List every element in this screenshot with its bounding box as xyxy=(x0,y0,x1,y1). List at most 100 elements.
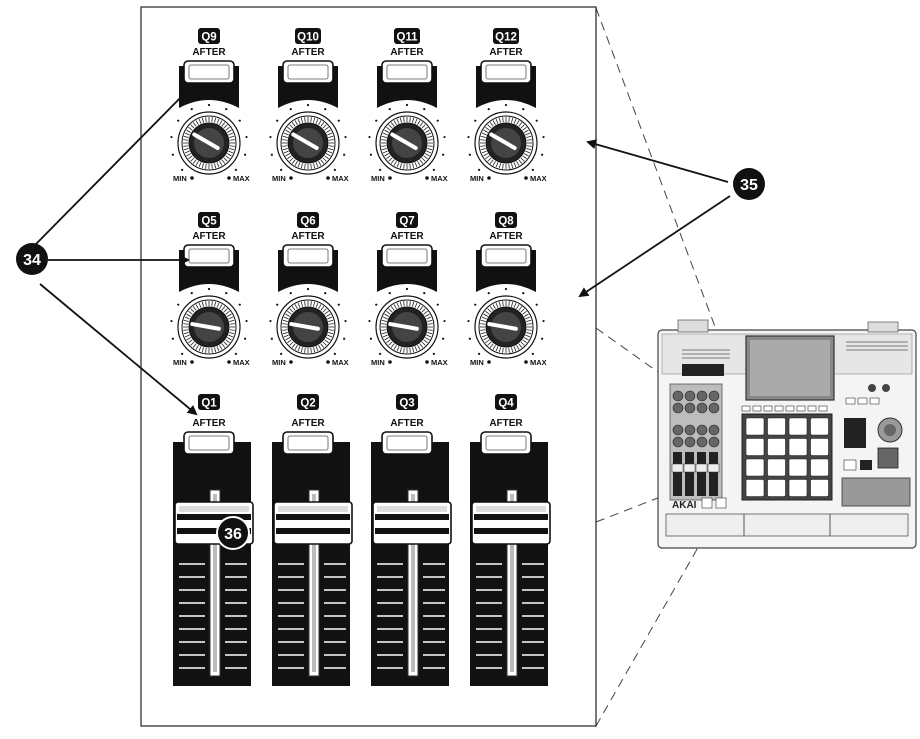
max-label: MAX xyxy=(332,358,349,367)
qlink-knob[interactable] xyxy=(467,103,545,175)
max-label: MAX xyxy=(530,358,547,367)
min-label: MIN xyxy=(371,174,385,183)
after-button[interactable] xyxy=(183,60,235,84)
mpc-device-illustration: AKAI xyxy=(657,319,917,549)
after-button[interactable] xyxy=(183,431,235,455)
fader-cap[interactable] xyxy=(471,501,551,545)
after-button[interactable] xyxy=(480,60,532,84)
q-label-text: Q3 xyxy=(399,398,414,410)
q-label-q9: Q9 xyxy=(198,28,220,44)
q-label-q6: Q6 xyxy=(297,212,319,228)
q-label-text: Q4 xyxy=(498,398,514,410)
min-label: MIN xyxy=(272,358,286,367)
min-label: MIN xyxy=(470,358,484,367)
min-label: MIN xyxy=(371,358,385,367)
callout-36: 36 xyxy=(216,516,250,550)
qlink-knob[interactable] xyxy=(368,287,446,359)
after-label: AFTER xyxy=(192,418,226,429)
max-label: MAX xyxy=(431,358,448,367)
after-button[interactable] xyxy=(282,60,334,84)
after-button[interactable] xyxy=(183,244,235,268)
after-button[interactable] xyxy=(480,244,532,268)
q-label-text: Q11 xyxy=(396,32,418,44)
min-label: MIN xyxy=(173,174,187,183)
after-label: AFTER xyxy=(489,231,523,242)
q-label-q8: Q8 xyxy=(495,212,517,228)
q-label-q3: Q3 xyxy=(396,394,418,410)
q-label-q4: Q4 xyxy=(495,394,517,410)
max-label: MAX xyxy=(233,358,250,367)
after-label: AFTER xyxy=(390,418,424,429)
qlink-knob[interactable] xyxy=(467,287,545,359)
device-brand-logo: AKAI xyxy=(672,500,697,511)
q-label-q11: Q11 xyxy=(394,28,420,44)
q-label-text: Q10 xyxy=(297,32,319,44)
callout-arrows xyxy=(35,86,731,416)
qlink-knob[interactable] xyxy=(368,103,446,175)
after-button[interactable] xyxy=(282,431,334,455)
callout-34: 34 xyxy=(16,243,48,275)
q-label-text: Q6 xyxy=(300,216,315,228)
q-label-text: Q9 xyxy=(201,32,216,44)
max-label: MAX xyxy=(332,174,349,183)
q-label-q2: Q2 xyxy=(297,394,319,410)
callout-35-label: 35 xyxy=(740,177,758,194)
min-label: MIN xyxy=(272,174,286,183)
after-label: AFTER xyxy=(390,47,424,58)
q-label-q10: Q10 xyxy=(295,28,321,44)
after-label: AFTER xyxy=(489,418,523,429)
after-button[interactable] xyxy=(381,60,433,84)
q-label-q1: Q1 xyxy=(198,394,220,410)
q-label-text: Q5 xyxy=(201,216,217,228)
q-label-q5: Q5 xyxy=(198,212,220,228)
callout-36-label: 36 xyxy=(224,526,242,543)
qlink-knob[interactable] xyxy=(269,287,347,359)
qlink-knob[interactable] xyxy=(170,287,248,359)
fader-cap[interactable] xyxy=(273,501,353,545)
after-label: AFTER xyxy=(291,418,325,429)
q-label-q12: Q12 xyxy=(493,28,519,44)
q-label-text: Q12 xyxy=(495,32,517,44)
min-label: MIN xyxy=(470,174,484,183)
max-label: MAX xyxy=(530,174,547,183)
qlink-knob[interactable] xyxy=(170,103,248,175)
after-button[interactable] xyxy=(381,431,433,455)
q-label-text: Q1 xyxy=(201,398,217,410)
after-label: AFTER xyxy=(291,47,325,58)
q-label-text: Q7 xyxy=(399,216,414,228)
max-label: MAX xyxy=(431,174,448,183)
max-label: MAX xyxy=(233,174,250,183)
q-label-q7: Q7 xyxy=(396,212,418,228)
q-label-text: Q8 xyxy=(498,216,514,228)
after-button[interactable] xyxy=(381,244,433,268)
callout-34-label: 34 xyxy=(23,252,41,269)
after-label: AFTER xyxy=(489,47,523,58)
after-button[interactable] xyxy=(282,244,334,268)
after-label: AFTER xyxy=(192,231,226,242)
qlink-knob[interactable] xyxy=(269,103,347,175)
fader-cap[interactable] xyxy=(372,501,452,545)
after-button[interactable] xyxy=(480,431,532,455)
after-label: AFTER xyxy=(390,231,424,242)
callout-35: 35 xyxy=(733,168,765,200)
q-label-text: Q2 xyxy=(300,398,315,410)
after-label: AFTER xyxy=(291,231,325,242)
after-label: AFTER xyxy=(192,47,226,58)
